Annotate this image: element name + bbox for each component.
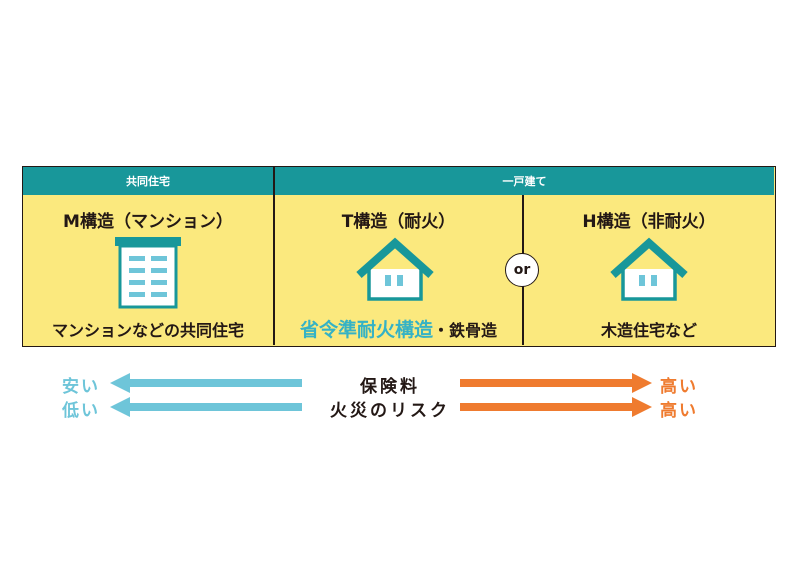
fire-risk-label: 火災のリスク: [330, 401, 450, 421]
insurance-premium-label: 保険料: [360, 377, 420, 397]
house-icon: [356, 237, 434, 301]
m-structure-title: M構造（マンション）: [63, 212, 233, 232]
structure-table: 共同住宅 一戸建て M構造（マンション） マンションなどの共同住宅 T構造（耐火…: [22, 166, 776, 347]
t-structure-caption: 省令準耐火構造・鉄骨造: [275, 315, 522, 342]
low-cost-label: 安い: [62, 377, 100, 397]
left-arrow: [110, 397, 302, 417]
left-arrow: [110, 373, 302, 393]
t-structure-title: T構造（耐火）: [341, 212, 456, 232]
caption-rest: ・鉄骨造: [433, 321, 498, 340]
header-shared-housing: 共同住宅: [23, 167, 273, 195]
high-cost-label: 高い: [660, 377, 698, 397]
header-detached-house: 一戸建て: [275, 167, 774, 195]
low-risk-label: 低い: [62, 401, 100, 421]
h-structure-caption: 木造住宅など: [600, 321, 697, 340]
m-structure-caption: マンションなどの共同住宅: [51, 321, 244, 340]
right-arrow: [460, 397, 652, 417]
high-risk-label: 高い: [660, 401, 698, 421]
house-icon: [610, 237, 688, 301]
h-structure-title: H構造（非耐火）: [582, 212, 716, 232]
right-arrow: [460, 373, 652, 393]
column-divider: [273, 167, 275, 345]
apartment-icon: [115, 237, 181, 309]
or-badge: or: [505, 253, 539, 287]
caption-highlight: 省令準耐火構造: [299, 319, 433, 341]
